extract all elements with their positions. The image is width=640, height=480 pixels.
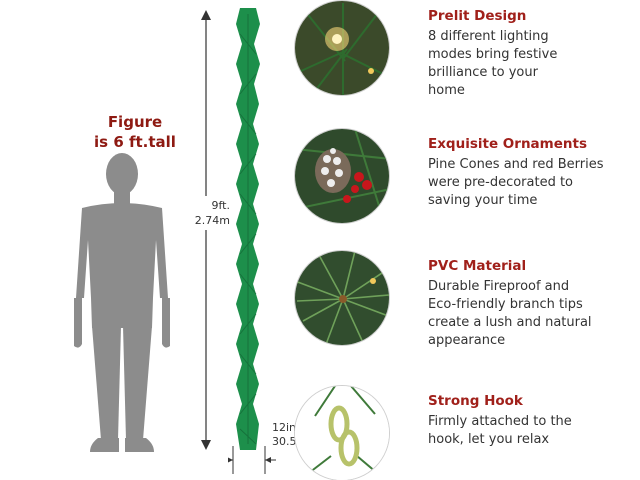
width-measure-lines bbox=[228, 446, 276, 474]
feature-description: Durable Fireproof and Eco-friendly branc… bbox=[428, 279, 592, 348]
feature-title: Prelit Design bbox=[428, 8, 527, 24]
pvc-branch-image bbox=[294, 250, 390, 346]
garland-product-image bbox=[236, 8, 260, 450]
width-inches: 12in. bbox=[272, 421, 300, 434]
human-figure-silhouette bbox=[74, 153, 170, 452]
height-label: 9ft. 2.74m bbox=[184, 196, 232, 230]
feature-strong-hook: Strong Hook Firmly attached to the hook,… bbox=[290, 385, 640, 480]
feature-description: 8 different lighting modes bring festive… bbox=[428, 29, 558, 98]
figure-height-caption: Figure is 6 ft.tall bbox=[70, 112, 200, 152]
height-feet: 9ft. bbox=[211, 199, 231, 212]
feature-prelit-design: Prelit Design 8 different lighting modes… bbox=[290, 0, 640, 100]
feature-title: Exquisite Ornaments bbox=[428, 136, 587, 152]
hook-image bbox=[294, 385, 390, 480]
feature-pvc-material: PVC Material Durable Fireproof and Eco-f… bbox=[290, 250, 640, 350]
pine-cone-berries-image bbox=[294, 128, 390, 224]
height-meters: 2.74m bbox=[194, 214, 230, 227]
feature-title: PVC Material bbox=[428, 258, 527, 274]
feature-title: Strong Hook bbox=[428, 393, 523, 409]
prelit-lights-image bbox=[294, 0, 390, 96]
feature-description: Pine Cones and red Berries were pre-deco… bbox=[428, 157, 604, 208]
figure-caption-line-1: Figure bbox=[107, 113, 163, 131]
height-measure-line bbox=[201, 10, 211, 450]
feature-description: Firmly attached to the hook, let you rel… bbox=[428, 414, 572, 447]
feature-exquisite-ornaments: Exquisite Ornaments Pine Cones and red B… bbox=[290, 128, 640, 228]
figure-caption-line-2: is 6 ft.tall bbox=[94, 133, 176, 151]
